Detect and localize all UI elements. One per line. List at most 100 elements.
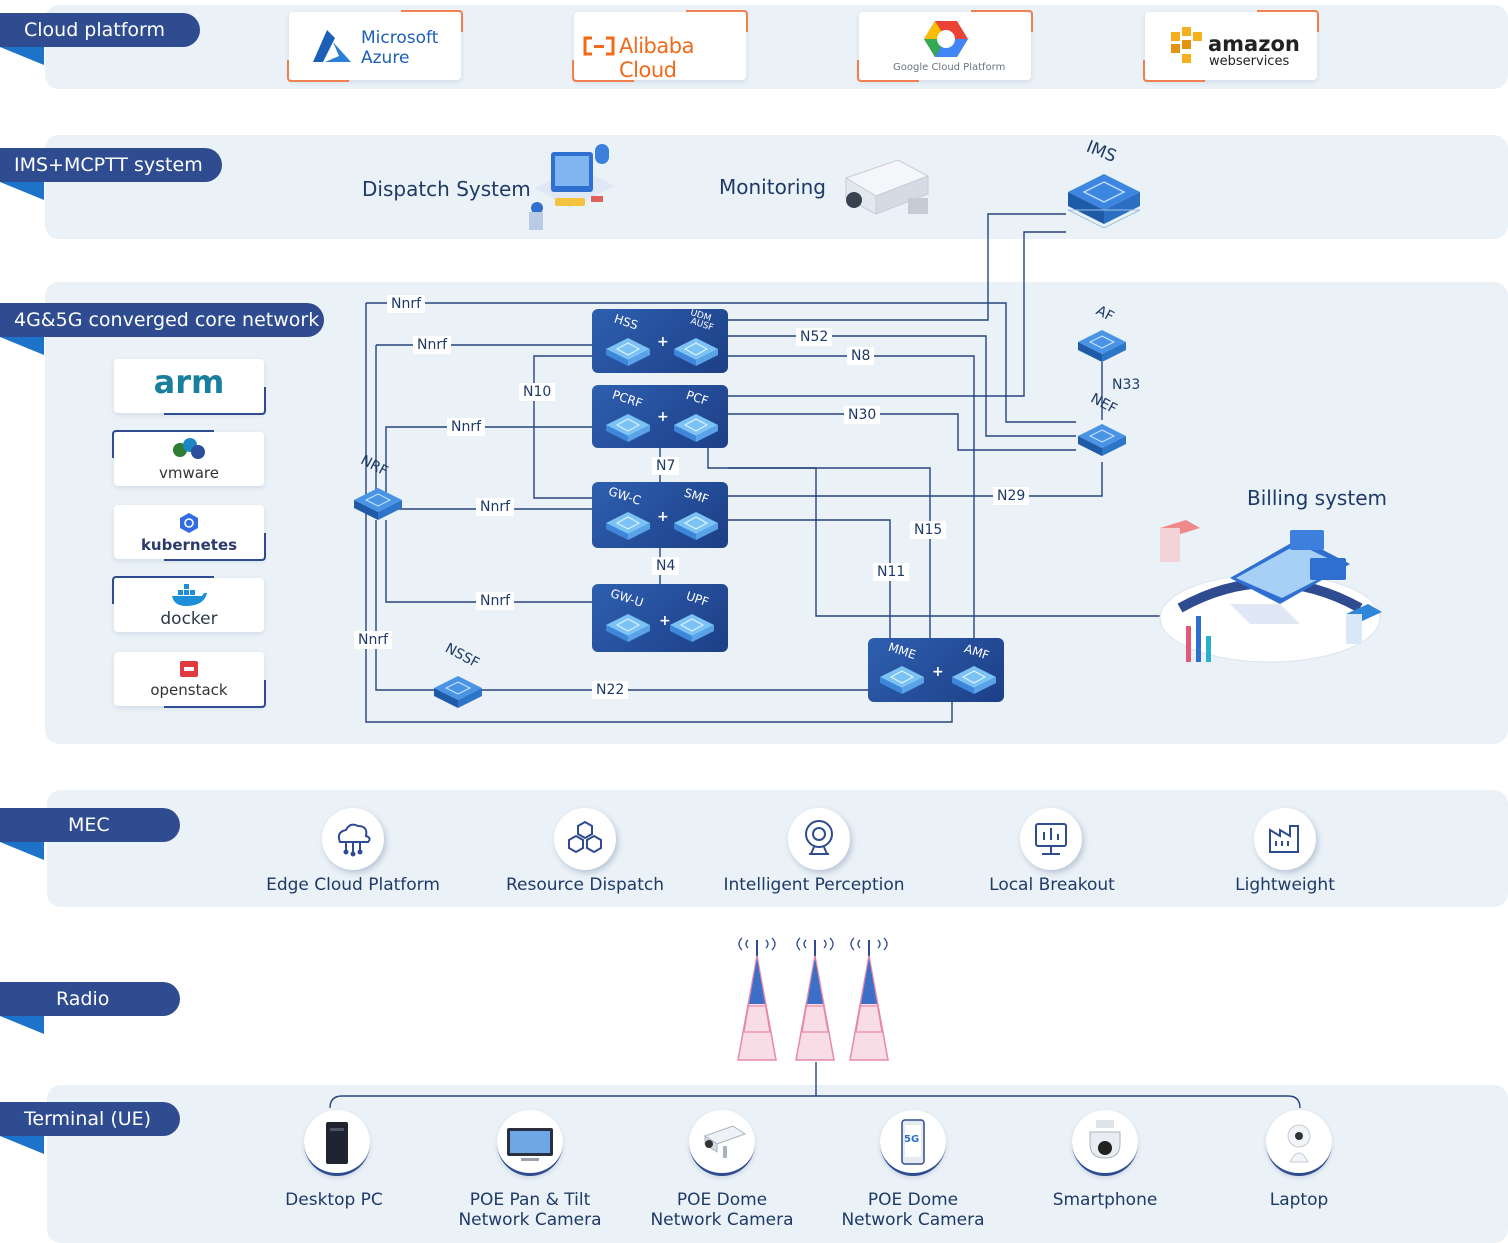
pcrf-plus: +: [657, 409, 669, 425]
pcrf-label: PCRF: [610, 387, 645, 411]
mec-label-edge-cloud: Edge Cloud Platform: [266, 875, 440, 895]
billing-system-label: Billing system: [1247, 486, 1387, 510]
dispatch-system-label: Dispatch System: [362, 177, 531, 201]
vmware-logo-text: vmware: [158, 464, 219, 482]
iface-nnrf-smf: Nnrf: [476, 498, 515, 516]
ue-icon-desktop-pc: [304, 1110, 370, 1176]
layer-tag-cloud-tail: [0, 47, 44, 65]
cloud-card-google: Google Cloud Platform: [857, 10, 1033, 82]
mec-icon-intelligent-perception: [788, 808, 850, 870]
iface-n22: N22: [592, 681, 629, 699]
platform-card-arm: arm: [114, 359, 266, 415]
home-camera-icon: [1287, 1124, 1311, 1163]
azure-logo-icon: [313, 30, 351, 62]
azure-name-1: Microsoft: [361, 28, 439, 48]
ue-label-poe-pan-tilt-1: POE Pan & Tilt: [469, 1190, 591, 1210]
ue-label-smartphone-1: Smartphone: [1052, 1190, 1158, 1210]
radio-towers-illustration: [737, 937, 889, 1061]
mec-label-intelligent-perception: Intelligent Perception: [723, 875, 905, 895]
5g-phone-icon: [901, 1119, 925, 1165]
ue-label-poe-pan-tilt-2: Network Camera: [458, 1210, 602, 1230]
google-cloud-logo-icon: [924, 21, 968, 57]
cloud-card-alibaba: Alibaba Cloud: [572, 10, 748, 82]
ue-icon-poe-dome-2: 5G: [880, 1110, 946, 1176]
platform-card-kubernetes: kubernetes: [114, 505, 266, 561]
layer-tag-terminal: Terminal (UE): [0, 1102, 180, 1136]
vmware-cluster-icon: [173, 438, 205, 459]
mme-plus: +: [932, 664, 944, 680]
mec-label-resource-dispatch: Resource Dispatch: [505, 875, 665, 895]
layer-tag-cloud: Cloud platform: [0, 13, 200, 47]
ims-node-icon: [1067, 174, 1141, 229]
desktop-tower-icon: [326, 1122, 348, 1164]
ue-label-poe-dome-2-2: Network Camera: [841, 1210, 985, 1230]
monitor-icon: [507, 1128, 553, 1161]
pcrf-pcf-box: PCRF PCF +: [592, 385, 728, 448]
5g-badge: 5G: [904, 1134, 920, 1145]
iface-n10: N10: [519, 383, 556, 401]
ue-icon-poe-dome-1: [689, 1110, 755, 1176]
pcf-label: PCF: [684, 387, 711, 409]
dispatch-system-illustration: [529, 144, 615, 230]
aws-name-1: amazon: [1208, 32, 1300, 56]
mme-amf-box: MME AMF +: [868, 638, 1004, 702]
mec-icon-lightweight: [1254, 808, 1316, 870]
docker-whale-icon: [172, 584, 207, 606]
docker-logo-text: docker: [160, 609, 218, 629]
ue-icon-smartphone: [1072, 1110, 1138, 1176]
hss-label: HSS: [612, 311, 640, 333]
gwu-upf-box: GW-U UPF +: [592, 584, 728, 652]
platform-card-vmware: vmware: [112, 430, 264, 486]
gwu-plus: +: [659, 613, 671, 629]
gwu-label: GW-U: [608, 586, 646, 610]
mec-label-local-breakout: Local Breakout: [989, 875, 1115, 895]
gwc-label: GW-C: [606, 484, 643, 508]
google-cloud-name: Google Cloud Platform: [893, 62, 1006, 73]
alibaba-logo-icon: [583, 36, 615, 56]
bullet-camera-icon: [703, 1125, 747, 1158]
platform-card-openstack: openstack: [114, 652, 266, 708]
ue-icon-poe-pan-tilt: [497, 1110, 563, 1176]
ue-label-poe-dome-2-1: POE Dome: [867, 1190, 959, 1210]
hss-plus: +: [657, 334, 669, 350]
gwc-plus: +: [657, 509, 669, 525]
platform-card-docker: docker: [112, 576, 264, 632]
layer-tag-core: 4G&5G converged core network: [0, 303, 324, 337]
iface-n29: N29: [993, 487, 1030, 505]
billing-system-illustration: [1159, 520, 1382, 663]
upf-label: UPF: [684, 588, 711, 610]
monitoring-camera-illustration: [844, 159, 930, 215]
iface-nnrf-top: Nnrf: [387, 295, 426, 313]
core-band: [45, 282, 1508, 744]
amf-label: AMF: [962, 641, 992, 663]
layer-tag-ims-tail: [0, 182, 44, 200]
layer-tag-mec: MEC: [0, 808, 180, 842]
mec-label-lightweight: Lightweight: [1235, 875, 1335, 895]
iface-n11: N11: [873, 563, 910, 581]
openstack-logo-icon: [180, 661, 198, 677]
cloud-card-aws: amazon webservices: [1143, 10, 1319, 82]
aws-name-2: webservices: [1209, 54, 1290, 69]
kubernetes-logo-text: kubernetes: [140, 536, 238, 554]
kubernetes-wheel-icon: [180, 513, 198, 533]
ue-label-laptop-1: Laptop: [1269, 1190, 1329, 1210]
ue-label-desktop-pc-1: Desktop PC: [285, 1190, 383, 1210]
mec-icon-local-breakout: [1020, 808, 1082, 870]
iface-nnrf-nssf: Nnrf: [354, 631, 393, 649]
lightweight-factory-icon: [1269, 825, 1299, 853]
terminal-band: [47, 1085, 1508, 1243]
iface-nnrf-upf: Nnrf: [476, 592, 515, 610]
layer-tag-radio: Radio: [0, 982, 180, 1016]
azure-name-2: Azure: [361, 48, 410, 68]
iface-n4: N4: [652, 557, 680, 575]
iface-n15: N15: [910, 521, 947, 539]
arm-logo-text: arm: [153, 363, 225, 401]
mme-label: MME: [886, 639, 918, 663]
layer-tag-radio-tail: [0, 1016, 44, 1034]
edge-cloud-icon: [337, 823, 371, 857]
iface-n33: N33: [1108, 376, 1145, 394]
ue-icon-laptop: [1266, 1110, 1332, 1176]
ims-band: [45, 135, 1508, 239]
ue-label-poe-dome-1-2: Network Camera: [650, 1210, 794, 1230]
